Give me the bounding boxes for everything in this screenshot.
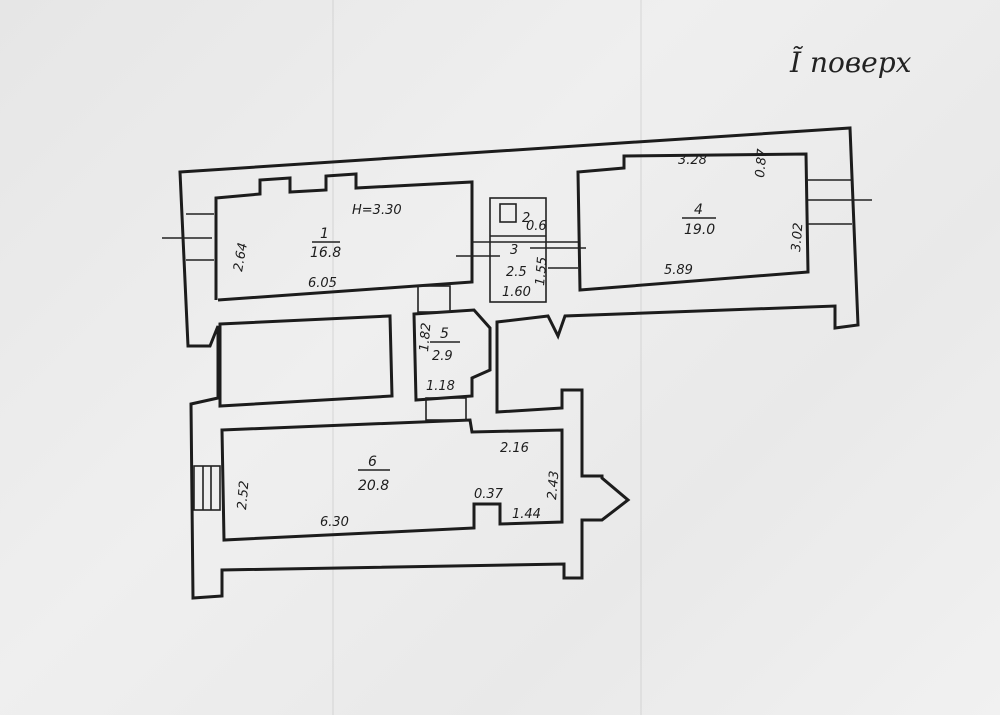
room-1-number: 1 <box>320 226 329 242</box>
room-3-height: 1.55 <box>533 256 550 286</box>
room-6-area: 20.8 <box>358 478 389 494</box>
room-6-depth: 2.52 <box>235 480 252 510</box>
room-4-wall <box>576 152 810 292</box>
room-6-niche-bottom: 1.44 <box>512 507 541 522</box>
room-1-area: 16.8 <box>310 245 341 261</box>
room-4-depth: 3.02 <box>789 222 806 252</box>
outer-wall-top <box>178 126 860 600</box>
room-6-number: 6 <box>368 454 377 470</box>
room-1-width: 6.05 <box>308 276 337 291</box>
room-4-width-bottom: 5.89 <box>664 263 693 278</box>
room-4-width-top: 3.28 <box>678 153 707 168</box>
room-6-niche-width: 2.16 <box>500 441 529 456</box>
room-6-niche-depth: 0.37 <box>474 487 504 502</box>
room-1-depth: 2.64 <box>231 242 251 273</box>
paper-fold <box>332 0 334 715</box>
room-1-height: Н=3.30 <box>352 203 402 218</box>
room-4-number: 4 <box>694 202 703 218</box>
room-5-area: 2.9 <box>432 349 453 364</box>
room-3-number: 3 <box>510 243 518 258</box>
room-5-height: 1.82 <box>417 322 434 352</box>
room-4-area: 19.0 <box>684 222 715 238</box>
room-2-dimension: 0.6 <box>526 219 547 234</box>
room-3-area: 2.5 <box>506 265 527 280</box>
room-6-width: 6.30 <box>320 515 349 530</box>
room-2-number: 2 <box>522 211 530 226</box>
room-2-3-wall <box>489 197 547 303</box>
floor-label: Ĩ поверх <box>789 46 912 79</box>
corridor-room-wall <box>218 314 394 408</box>
paper-fold <box>640 0 642 715</box>
room-6-wall <box>220 418 564 542</box>
room-6-niche-height: 2.43 <box>545 470 562 500</box>
room-3-width: 1.60 <box>502 285 531 300</box>
room-4-corner: 0.87 <box>753 147 771 178</box>
room-1-wall <box>214 172 474 302</box>
room-5-number: 5 <box>440 326 449 342</box>
window-marks <box>162 179 872 511</box>
room-5-width: 1.18 <box>426 379 455 394</box>
toilet-fixture <box>499 203 517 223</box>
